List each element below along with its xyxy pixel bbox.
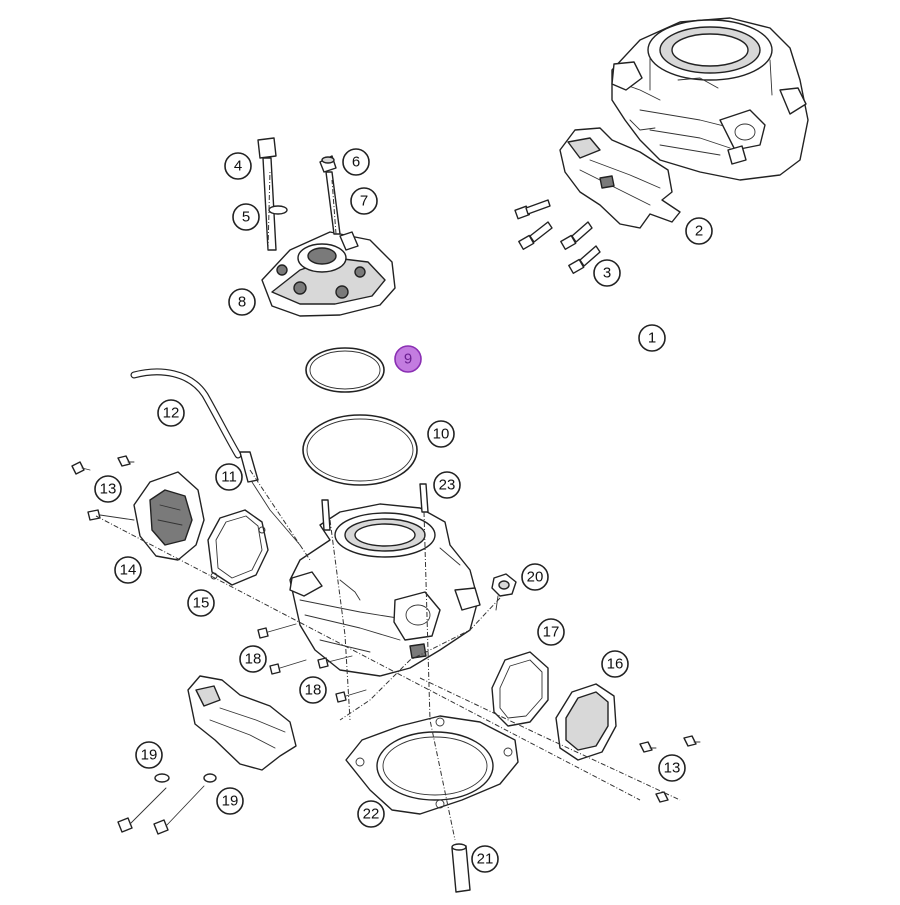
callout-5: 5 (232, 203, 260, 231)
svg-text:6: 6 (352, 154, 360, 171)
callout-7: 7 (350, 187, 378, 215)
callout-15: 15 (187, 589, 215, 617)
svg-text:23: 23 (439, 477, 456, 494)
svg-text:1: 1 (648, 330, 656, 347)
part-8-cylinder-head (261, 231, 396, 317)
svg-text:14: 14 (120, 562, 137, 579)
part-3-bolts (514, 199, 601, 275)
part-13-screws-left (71, 455, 135, 521)
part-9-o-ring (305, 347, 385, 393)
callout-12: 12 (157, 399, 185, 427)
svg-text:7: 7 (360, 193, 368, 210)
part-6-nut (319, 155, 337, 173)
svg-text:2: 2 (695, 223, 703, 240)
part-10-o-ring (302, 414, 418, 486)
part-19-bolts (117, 773, 217, 835)
part-18-bolts (257, 623, 367, 703)
part-22-base-gasket (345, 715, 519, 815)
callout-6: 6 (342, 148, 370, 176)
callout-20: 20 (521, 563, 549, 591)
callout-8: 8 (228, 288, 256, 316)
part-5-washer (268, 205, 288, 215)
svg-text:15: 15 (193, 595, 210, 612)
svg-text:8: 8 (238, 294, 246, 311)
svg-text:20: 20 (527, 569, 544, 586)
callout-9: 9 (394, 345, 422, 373)
part-17-gasket (491, 651, 549, 727)
main-cylinder (289, 503, 481, 677)
svg-text:22: 22 (363, 806, 380, 823)
svg-text:11: 11 (221, 469, 237, 486)
svg-text:17: 17 (543, 624, 560, 641)
svg-text:12: 12 (163, 405, 180, 422)
callout-18-a: 18 (239, 645, 267, 673)
callout-4: 4 (224, 152, 252, 180)
svg-text:9: 9 (404, 351, 412, 368)
part-1-cylinder-assembly (611, 17, 809, 181)
part-23-studs (321, 483, 429, 531)
part-15-gasket (207, 509, 269, 586)
part-11-fitting (239, 451, 301, 546)
svg-text:5: 5 (242, 209, 250, 226)
callout-18-b: 18 (299, 676, 327, 704)
svg-text:4: 4 (234, 158, 242, 175)
callout-14: 14 (114, 556, 142, 584)
svg-text:21: 21 (477, 851, 494, 868)
part-2-exhaust-flange (559, 127, 681, 229)
svg-text:19: 19 (222, 793, 239, 810)
part-13-screws-right (639, 735, 701, 803)
part-20-nut (491, 573, 517, 611)
callout-16: 16 (601, 650, 629, 678)
callout-13-right: 13 (658, 754, 686, 782)
part-21-dowel (451, 843, 471, 893)
part-14-valve-cover (133, 471, 205, 561)
part-7-stud (325, 171, 341, 235)
svg-text:19: 19 (141, 747, 158, 764)
callout-3: 3 (593, 259, 621, 287)
svg-text:18: 18 (305, 682, 322, 699)
callout-19-a: 19 (135, 741, 163, 769)
svg-text:13: 13 (100, 481, 117, 498)
callout-2: 2 (685, 217, 713, 245)
callout-10: 10 (427, 420, 455, 448)
leader-lines (95, 169, 681, 841)
callout-13-left: 13 (94, 475, 122, 503)
callout-21: 21 (471, 845, 499, 873)
svg-text:10: 10 (433, 426, 450, 443)
svg-text:13: 13 (664, 760, 681, 777)
svg-text:16: 16 (607, 656, 624, 673)
part-12-hose (130, 368, 242, 459)
callout-22: 22 (357, 800, 385, 828)
callout-11: 11 (215, 463, 243, 491)
svg-text:3: 3 (603, 265, 611, 282)
callout-19-b: 19 (216, 787, 244, 815)
callout-1: 1 (638, 324, 666, 352)
part-16-cover (555, 683, 617, 761)
callout-17: 17 (537, 618, 565, 646)
part-4-head-bolt (257, 137, 277, 251)
callout-23: 23 (433, 471, 461, 499)
part-19-flange-lower (187, 675, 297, 771)
svg-text:18: 18 (245, 651, 262, 668)
